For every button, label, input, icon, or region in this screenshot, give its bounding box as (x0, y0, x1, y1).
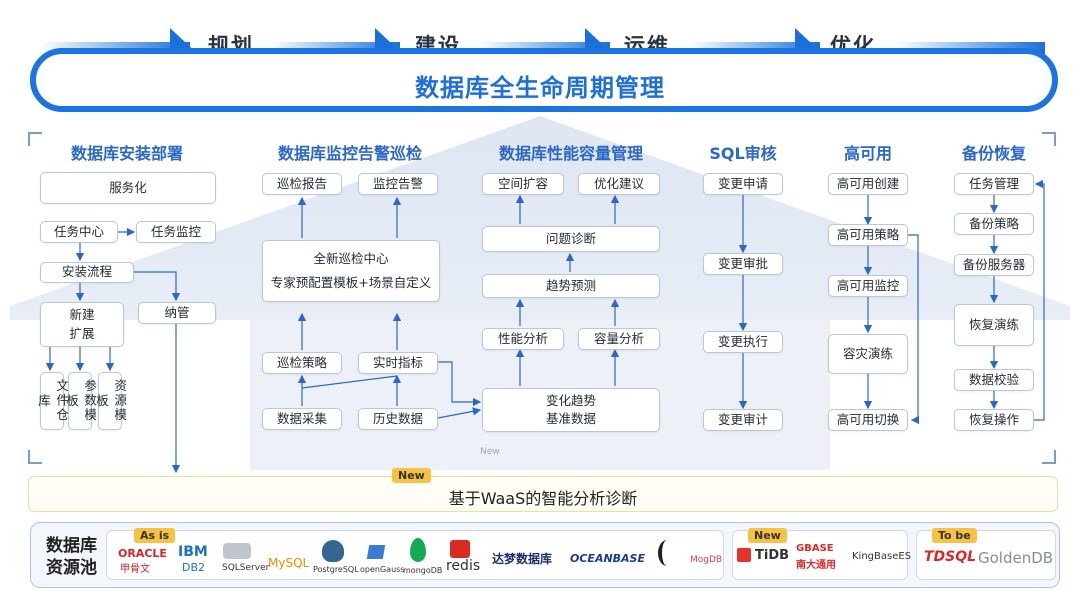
ha-create[interactable]: 高可用创建 (828, 173, 908, 195)
monitor-report[interactable]: 巡检报告 (262, 173, 342, 195)
logo-goldendb: GoldenDB (978, 549, 1054, 567)
perf-trend-baseline[interactable]: 变化趋势 基准数据 (482, 388, 660, 432)
ha-strategy[interactable]: 高可用策略 (828, 224, 908, 246)
postgresql-icon (322, 540, 344, 562)
mongodb-icon (410, 538, 426, 562)
perf-diagnose[interactable]: 问题诊断 (482, 226, 660, 252)
frame-corner-bl (28, 450, 42, 464)
ha-monitor[interactable]: 高可用监控 (828, 275, 908, 297)
pool-label: 数据库 资源池 (46, 536, 97, 578)
logo-ibm: IBM (178, 544, 208, 560)
perf-forecast[interactable]: 趋势预测 (482, 274, 660, 298)
monitor-history[interactable]: 历史数据 (358, 408, 438, 430)
monitor-realtime[interactable]: 实时指标 (358, 352, 438, 374)
install-file-repo[interactable]: 文件仓库 (36, 372, 69, 430)
perf-trend-line1: 变化趋势 (545, 392, 596, 408)
monitor-center-line2: 专家预配置模板+场景自定义 (270, 275, 432, 290)
perf-trend-line2: 基准数据 (545, 411, 596, 426)
install-title: 数据库安装部署 (70, 144, 183, 163)
logo-tidb: TiDB (755, 548, 790, 563)
logo-dameng: 达梦数据库 (492, 552, 553, 566)
sql-change-execute[interactable]: 变更执行 (703, 331, 783, 353)
perf-optimize[interactable]: 优化建议 (578, 173, 660, 195)
pool-new-badge: New (748, 528, 787, 543)
install-param-template[interactable]: 参数模板 (64, 372, 97, 430)
backup-restore-drill[interactable]: 恢复演练 (954, 304, 1034, 346)
frame-corner-br (1042, 450, 1056, 464)
frame-corner-tr (1042, 132, 1056, 146)
logo-mysql: MySQL (268, 556, 310, 570)
waas-bar (28, 476, 1058, 512)
sqlserver-icon (223, 543, 251, 559)
monitor-title: 数据库监控告警巡检 (277, 144, 422, 163)
backup-title: 备份恢复 (961, 144, 1026, 163)
monitor-center-line1: 全新巡检中心 (313, 250, 389, 266)
install-resource-template[interactable]: 资源模板 (94, 372, 127, 430)
lifecycle-banner (30, 48, 1058, 112)
logo-oracle: ORACLE (118, 547, 167, 560)
logo-gbase: GBASE (796, 543, 834, 554)
ha-switch[interactable]: 高可用切换 (828, 409, 908, 431)
logo-db2: DB2 (182, 561, 206, 574)
sql-title: SQL审核 (709, 144, 777, 163)
perf-space[interactable]: 空间扩容 (482, 173, 564, 195)
waas-new-badge: New (392, 468, 431, 483)
sql-change-request[interactable]: 变更申请 (703, 173, 783, 195)
sql-change-approve[interactable]: 变更审批 (703, 253, 783, 275)
pool-tobe-badge: To be (932, 528, 977, 543)
logo-opengauss: openGauss (360, 565, 405, 574)
logo-oracle-cn: 甲骨文 (120, 564, 150, 575)
install-flow[interactable]: 安装流程 (40, 262, 134, 283)
perf-title: 数据库性能容量管理 (498, 144, 643, 163)
mogdb-icon (658, 540, 676, 566)
monitor-collect[interactable]: 数据采集 (262, 408, 342, 430)
pool-asis-badge: As is (134, 528, 176, 543)
monitor-strategy[interactable]: 巡检策略 (262, 352, 342, 374)
waas-text: 基于WaaS的智能分析诊断 (448, 489, 638, 508)
frame-corner-tl (28, 132, 42, 146)
backup-restore-op[interactable]: 恢复操作 (954, 409, 1034, 431)
backup-data-verify[interactable]: 数据校验 (954, 369, 1034, 391)
logo-mongodb: mongoDB (403, 566, 443, 575)
banner-title: 数据库全生命周期管理 (415, 74, 665, 102)
ha-disaster-drill[interactable]: 容灾演练 (828, 334, 908, 374)
install-manage[interactable]: 纳管 (138, 302, 216, 324)
logo-gbase-cn: 南大通用 (796, 560, 836, 571)
logo-mogdb: MogDB (690, 555, 723, 565)
redis-icon (450, 540, 470, 558)
perf-new-label: New (480, 447, 500, 457)
monitor-inspection-center[interactable]: 全新巡检中心 专家预配置模板+场景自定义 (262, 240, 440, 302)
install-task-center[interactable]: 任务中心 (40, 221, 118, 243)
logo-redis: redis (446, 558, 481, 574)
install-service[interactable]: 服务化 (40, 172, 216, 204)
sql-change-audit[interactable]: 变更审计 (703, 409, 783, 431)
backup-task-manage[interactable]: 任务管理 (954, 173, 1034, 195)
logo-oceanbase: OCEANBASE (570, 552, 645, 565)
logo-tdsql: TDSQL (924, 549, 977, 565)
logo-kingbase: KingBaseES (852, 551, 912, 562)
install-task-monitor[interactable]: 任务监控 (136, 221, 216, 243)
tidb-icon (737, 548, 751, 562)
install-new-expand[interactable]: 新建 扩展 (40, 302, 124, 347)
logo-postgresql: PostgreSQL (313, 565, 359, 574)
opengauss-icon (366, 545, 386, 559)
perf-analysis[interactable]: 性能分析 (482, 328, 564, 350)
monitor-alarm[interactable]: 监控告警 (358, 173, 438, 195)
ha-title: 高可用 (843, 144, 892, 163)
perf-capacity[interactable]: 容量分析 (578, 328, 660, 350)
backup-strategy[interactable]: 备份策略 (954, 213, 1034, 235)
backup-server[interactable]: 备份服务器 (954, 254, 1034, 276)
logo-sqlserver: SQLServer (222, 563, 270, 573)
